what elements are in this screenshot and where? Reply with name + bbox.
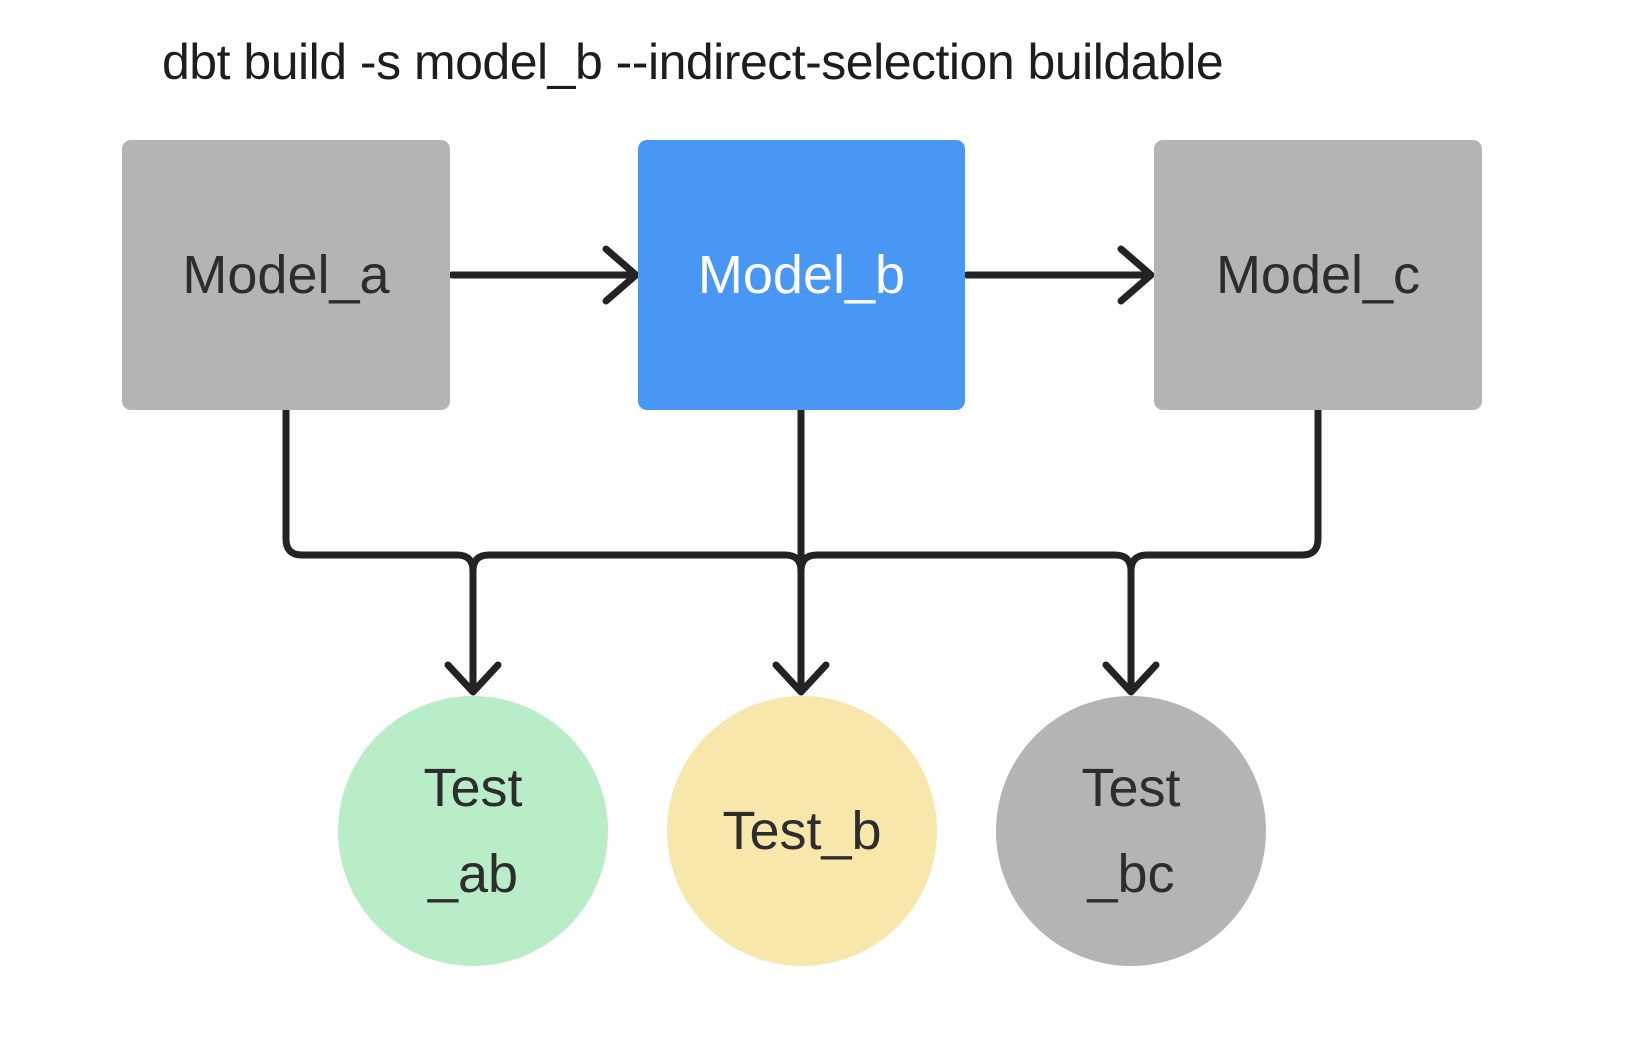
node-test-bc-label-line2: _bc (1087, 844, 1175, 904)
diagram-title: dbt build -s model_b --indirect-selectio… (162, 34, 1224, 90)
node-test-b: Test_b (667, 696, 937, 966)
edge-model-b-to-test-bc (797, 551, 1160, 696)
node-test-bc-label-line1: Test (1081, 757, 1181, 818)
node-model-a-label: Model_a (182, 245, 390, 305)
node-test-ab-label-line1: Test (423, 757, 523, 818)
edge-model-b-to-test-b (772, 404, 830, 696)
edge-model-b-to-model-c (963, 245, 1155, 305)
node-model-a: Model_a (122, 140, 450, 410)
edge-model-b-to-test-ab (469, 551, 805, 575)
node-test-bc: Test _bc (996, 696, 1266, 966)
edge-model-a-to-test-ab (282, 406, 502, 696)
node-test-ab-label-line2: _ab (427, 844, 519, 904)
node-test-ab: Test _ab (338, 696, 608, 966)
edge-model-c-to-test-bc (1127, 406, 1322, 575)
node-test-b-label-line1: Test_b (722, 800, 882, 861)
edge-model-a-to-model-b (448, 245, 640, 305)
node-model-b: Model_b (638, 140, 965, 410)
node-model-b-label: Model_b (697, 245, 906, 305)
node-model-c-label: Model_c (1215, 245, 1421, 305)
node-model-c: Model_c (1154, 140, 1482, 410)
